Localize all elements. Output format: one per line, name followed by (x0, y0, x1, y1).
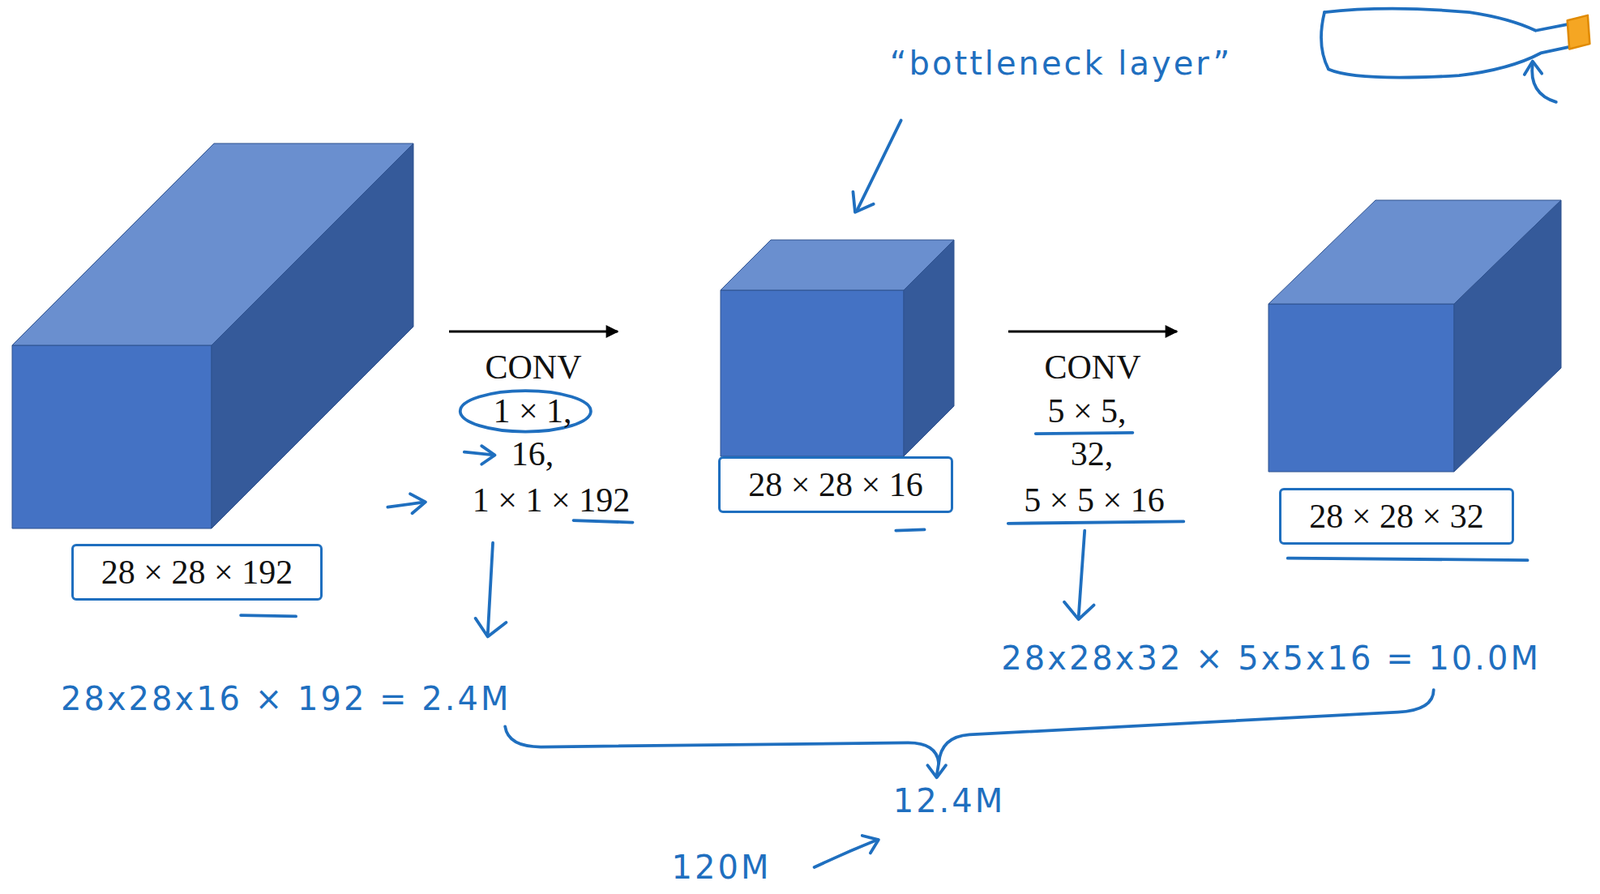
annotation-holder: “bottleneck layer” (889, 44, 1233, 82)
tensor-block: 28 × 28 × 192 (12, 143, 414, 529)
arrow-head (1524, 61, 1542, 75)
conv-parameter: 16, (511, 434, 555, 474)
dimension-label-box: 28 × 28 × 192 (71, 543, 323, 601)
annotation-holder: 12.4M (893, 782, 1006, 820)
bottle-cap (1567, 15, 1591, 50)
circle-mark (460, 390, 591, 432)
annotation-holder: 1 × 1, (492, 391, 572, 431)
cuboid-front (720, 290, 904, 457)
arrow-head (475, 618, 507, 638)
bottle-sketch (1324, 8, 1568, 31)
underline (1008, 521, 1185, 524)
annotation-holder: 120M (671, 848, 772, 886)
conv-parameter: 5 × 5, (1047, 391, 1126, 431)
handwritten-note: 28x28x16 × 192 = 2.4M (60, 680, 511, 718)
arrow-head (927, 765, 946, 778)
dimension-label: 28 × 28 × 192 (71, 543, 323, 601)
handwritten-note: 28x28x32 × 5x5x16 = 10.0M (1001, 639, 1541, 677)
dimension-label: 28 × 28 × 32 (1279, 487, 1514, 545)
cuboid-shape (12, 143, 414, 529)
cuboid-front (12, 345, 212, 529)
conv-arrow (1008, 330, 1177, 334)
conv-label: CONV (479, 347, 587, 387)
sum-brace (504, 726, 939, 763)
cuboid-side (211, 143, 414, 529)
underline (895, 529, 925, 531)
arrow-head (862, 835, 879, 853)
annotation-holder: 16, (511, 434, 555, 474)
underline (240, 615, 296, 617)
annotation-holder: 5 × 5 × 16 (1023, 480, 1164, 520)
handwritten-note: 120M (671, 848, 772, 886)
arrow-head (852, 192, 873, 213)
pointer-arrow (487, 543, 493, 635)
handwritten-note: 12.4M (893, 782, 1006, 820)
arrow-head (410, 493, 426, 514)
annotation-holder: 32, (1070, 434, 1114, 474)
edge-label-holder: CONV (1039, 347, 1146, 387)
dimension-label-box: 28 × 28 × 32 (1279, 487, 1514, 545)
dimension-label: 28 × 28 × 16 (718, 456, 953, 514)
annotation-holder: 28x28x16 × 192 = 2.4M (60, 680, 511, 718)
cuboid-shape (720, 239, 955, 457)
cuboid-shape (1268, 200, 1562, 472)
conv-parameter: 5 × 5 × 16 (1023, 480, 1164, 520)
edge-label-holder: CONV (479, 347, 587, 387)
pointer-arrow (814, 839, 878, 868)
sum-brace (938, 689, 1434, 764)
annotation-holder: 5 × 5, (1047, 391, 1126, 431)
conv-label: CONV (1039, 347, 1146, 387)
underline (573, 520, 634, 523)
handwritten-marks (240, 8, 1590, 868)
underline (1035, 432, 1134, 434)
cuboid-side (1454, 200, 1562, 472)
underline (1287, 558, 1528, 561)
conv-arrow (449, 330, 618, 334)
cuboid-front (1268, 303, 1455, 472)
pointer-arrow (1531, 63, 1557, 103)
annotation-holder: 1 × 1 × 192 (472, 480, 630, 520)
cuboid-side (903, 239, 955, 457)
conv-parameter: 32, (1070, 434, 1114, 474)
arrow-head (481, 445, 495, 465)
handwritten-note: “bottleneck layer” (889, 44, 1233, 82)
dimension-label-box: 28 × 28 × 16 (718, 456, 953, 514)
arrow-head (1064, 602, 1095, 620)
pointer-arrow (1078, 530, 1086, 618)
conv-parameter: 1 × 1, (492, 391, 572, 431)
pointer-arrow (856, 120, 901, 211)
annotation-holder: 28x28x32 × 5x5x16 = 10.0M (1001, 639, 1541, 677)
tensor-block: 28 × 28 × 32 (1268, 200, 1562, 472)
tensor-block: 28 × 28 × 16 (720, 239, 955, 457)
conv-parameter: 1 × 1 × 192 (472, 480, 630, 520)
